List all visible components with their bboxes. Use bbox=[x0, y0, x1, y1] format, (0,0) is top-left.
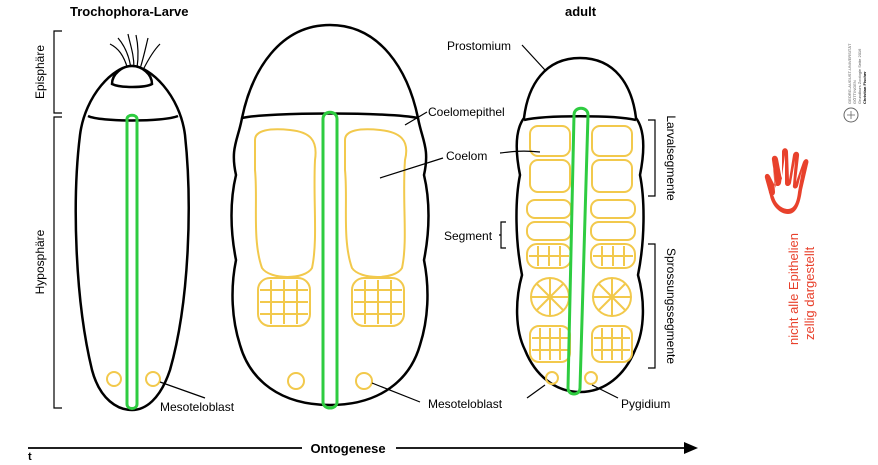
label-sprossungssegmente: Sprossungssegmente bbox=[664, 248, 678, 364]
ontogenese-axis bbox=[28, 442, 698, 454]
logo-line2: GÖTTINGEN bbox=[852, 80, 857, 104]
logo-line4: Christian Fischer bbox=[862, 71, 867, 104]
coelom-pointer-adult bbox=[499, 150, 541, 154]
adult-coelom-r1 bbox=[591, 125, 633, 157]
segment-bracket bbox=[499, 221, 506, 249]
label-coelomepithel: Coelomepithel bbox=[428, 105, 505, 119]
sprossungssegmente-bracket bbox=[648, 243, 656, 369]
adult-grid-right bbox=[591, 325, 633, 363]
label-larvalsegmente: Larvalsegmente bbox=[664, 115, 678, 201]
middle-body bbox=[230, 23, 430, 407]
middle-gut bbox=[321, 110, 339, 410]
mesoteloblast-right bbox=[145, 371, 161, 387]
middle-mesoteloblast-right bbox=[355, 372, 373, 390]
label-pygidium: Pygidium bbox=[621, 397, 670, 411]
adult-coelom-l2 bbox=[529, 159, 571, 193]
university-logo: GEORG-AUGUST-UNIVERSITÄT GÖTTINGEN Grund… bbox=[843, 43, 867, 123]
mesoteloblast-pointer-2 bbox=[371, 382, 421, 403]
logo-line3: Grundkurs Zoologie Seite 2016 bbox=[857, 48, 862, 104]
prostomium-pointer bbox=[521, 44, 546, 71]
adult-seg-r3 bbox=[590, 199, 636, 219]
adult-mesoteloblast-right bbox=[584, 371, 598, 385]
episphaere-bracket bbox=[53, 30, 62, 114]
adult-radial-right bbox=[592, 277, 632, 317]
prototroch-line bbox=[87, 114, 179, 122]
label-prostomium: Prostomium bbox=[447, 39, 511, 53]
note-line1: nicht alle Epithelien bbox=[786, 233, 801, 345]
coelom-pointer-middle bbox=[379, 157, 444, 179]
label-ontogenese: Ontogenese bbox=[310, 441, 385, 456]
mesoteloblast-left bbox=[106, 371, 122, 387]
adult-gut bbox=[566, 106, 590, 396]
cell-grid-right bbox=[351, 277, 405, 327]
pygidium-pointer bbox=[591, 384, 619, 399]
mesoteloblast-pointer-1 bbox=[159, 381, 206, 399]
middle-stage bbox=[230, 23, 430, 410]
larvalsegmente-bracket bbox=[648, 119, 656, 197]
seal-icon bbox=[843, 107, 859, 123]
adult-mesoteloblast-left bbox=[545, 371, 559, 385]
adult bbox=[515, 56, 645, 396]
adult-seg-r4 bbox=[590, 221, 636, 241]
adult-prostomium-line bbox=[523, 115, 637, 122]
larva-gut bbox=[125, 113, 139, 410]
coelomepithel-pointer bbox=[404, 111, 428, 126]
label-mesoteloblast-2: Mesoteloblast bbox=[428, 397, 503, 411]
coelom-left bbox=[254, 128, 317, 278]
title-larva: Trochophora-Larve bbox=[70, 4, 188, 19]
label-segment: Segment bbox=[444, 229, 493, 243]
adult-cellseg-right bbox=[590, 243, 636, 269]
label-mesoteloblast-1: Mesoteloblast bbox=[160, 400, 235, 414]
logo-line1: GEORG-AUGUST-UNIVERSITÄT bbox=[847, 43, 852, 104]
larva bbox=[74, 33, 190, 412]
adult-coelom-r2 bbox=[591, 159, 633, 193]
hand-icon bbox=[764, 148, 809, 214]
middle-mesoteloblast-left bbox=[287, 372, 305, 390]
episphaere-label: Episphäre bbox=[33, 45, 47, 99]
hyposphaere-label: Hyposphäre bbox=[33, 229, 47, 294]
title-adult: adult bbox=[565, 4, 597, 19]
cell-grid-left bbox=[257, 277, 311, 327]
apical-organ bbox=[110, 64, 154, 89]
mesoteloblast-pointer-3 bbox=[526, 384, 546, 399]
note-line2: zellig dargestellt bbox=[802, 246, 817, 340]
coelom-right bbox=[344, 128, 408, 278]
hyposphaere-bracket bbox=[53, 116, 62, 409]
adult-coelom-l1 bbox=[529, 125, 571, 157]
apical-tuft bbox=[109, 33, 161, 71]
label-coelom: Coelom bbox=[446, 149, 487, 163]
label-t: t bbox=[28, 451, 32, 460]
adult-radial-left bbox=[530, 277, 570, 317]
